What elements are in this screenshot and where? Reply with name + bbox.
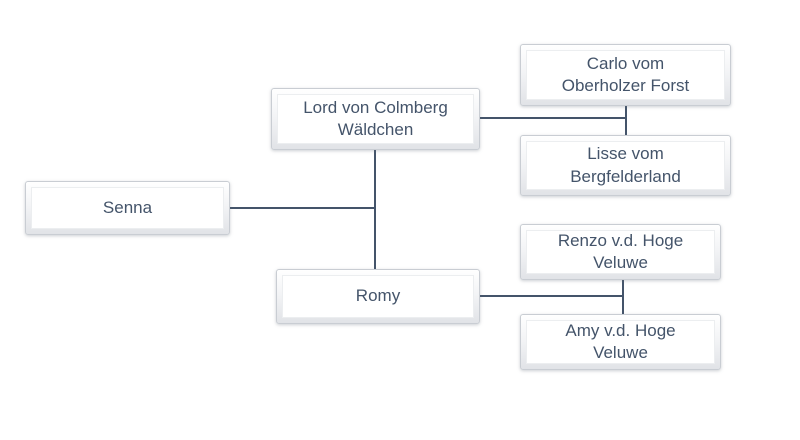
- node-lisse-label: Lisse vom Bergfelderland: [570, 144, 681, 186]
- node-amy-vd-hoge-veluwe: Amy v.d. Hoge Veluwe: [520, 314, 721, 370]
- node-amy-frame: Amy v.d. Hoge Veluwe: [526, 320, 715, 364]
- connector-lord-horizontal: [480, 117, 627, 119]
- node-renzo-vd-hoge-veluwe: Renzo v.d. Hoge Veluwe: [520, 224, 721, 280]
- node-carlo-vom-oberholzer-forst: Carlo vom Oberholzer Forst: [520, 44, 731, 106]
- connector-lord-vertical: [625, 106, 627, 135]
- connector-romy-horizontal: [480, 295, 624, 297]
- node-carlo-label: Carlo vom Oberholzer Forst: [561, 53, 690, 95]
- node-lord-label: Lord von Colmberg Wäldchen: [303, 97, 448, 139]
- node-renzo-label: Renzo v.d. Hoge Veluwe: [557, 230, 684, 272]
- connector-senna-horizontal: [230, 207, 376, 209]
- node-lord-von-colmberg-waeldchen: Lord von Colmberg Wäldchen: [271, 88, 480, 150]
- node-lisse-frame: Lisse vom Bergfelderland: [526, 141, 725, 190]
- node-romy-label: Romy: [355, 286, 401, 306]
- node-lisse-vom-bergfelderland: Lisse vom Bergfelderland: [520, 135, 731, 196]
- node-lord-frame: Lord von Colmberg Wäldchen: [277, 94, 474, 144]
- node-senna-frame: Senna: [31, 187, 224, 229]
- connector-senna-vertical: [374, 150, 376, 269]
- connector-romy-vertical: [622, 280, 624, 315]
- node-romy: Romy: [276, 269, 480, 324]
- node-renzo-frame: Renzo v.d. Hoge Veluwe: [526, 230, 715, 274]
- node-senna: Senna: [25, 181, 230, 235]
- node-senna-label: Senna: [102, 197, 153, 217]
- node-amy-label: Amy v.d. Hoge Veluwe: [565, 320, 676, 362]
- node-romy-frame: Romy: [282, 275, 474, 318]
- node-carlo-frame: Carlo vom Oberholzer Forst: [526, 50, 725, 100]
